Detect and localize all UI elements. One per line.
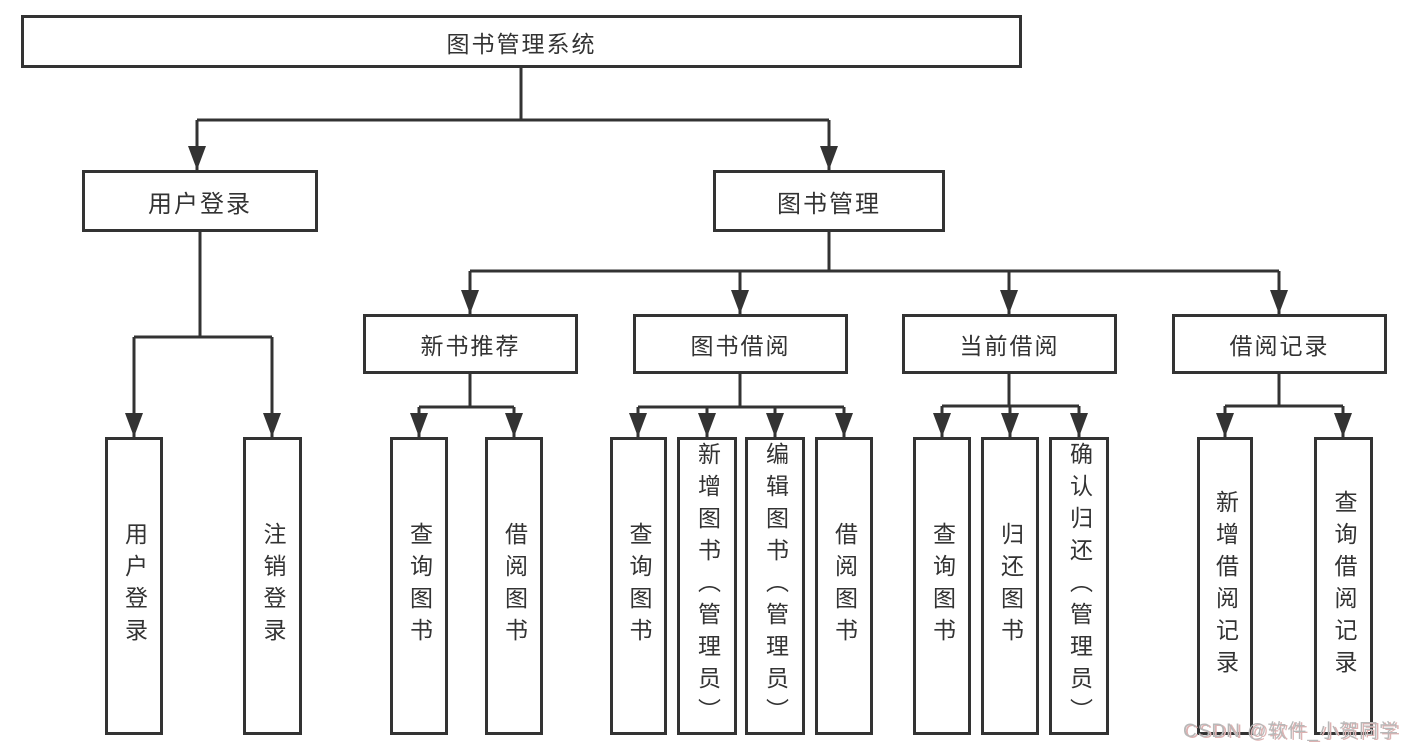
leaf-borrowing-query-books-label: 查询图书 bbox=[626, 522, 652, 650]
leaf-edit-books-admin-label: 编辑图书（管理员） bbox=[762, 442, 789, 730]
leaf-add-borrow-record: 新增借阅记录 bbox=[1197, 437, 1253, 735]
leaf-user-login-label: 用户登录 bbox=[121, 522, 148, 650]
leaf-borrow-books-label: 借阅图书 bbox=[831, 522, 858, 650]
leaf-confirm-return-admin-label: 确认归还（管理员） bbox=[1066, 442, 1093, 730]
node-library-management-system: 图书管理系统 bbox=[21, 15, 1022, 68]
leaf-borrowing-query-books: 查询图书 bbox=[610, 437, 667, 735]
leaf-recommend-query-books: 查询图书 bbox=[390, 437, 448, 735]
leaf-add-books-admin-label: 新增图书（管理员） bbox=[694, 442, 721, 730]
leaf-query-borrow-record: 查询借阅记录 bbox=[1314, 437, 1373, 735]
leaf-recommend-borrow-books: 借阅图书 bbox=[485, 437, 543, 735]
leaf-add-borrow-record-label: 新增借阅记录 bbox=[1212, 490, 1239, 682]
node-borrow-records: 借阅记录 bbox=[1172, 314, 1387, 374]
leaf-current-query-books-label: 查询图书 bbox=[929, 522, 956, 650]
leaf-edit-books-admin: 编辑图书（管理员） bbox=[745, 437, 805, 735]
leaf-recommend-query-books-label: 查询图书 bbox=[406, 522, 433, 650]
node-book-borrowing: 图书借阅 bbox=[633, 314, 848, 374]
leaf-logout: 注销登录 bbox=[243, 437, 302, 735]
csdn-watermark: CSDN @软件_小贺同学 bbox=[1183, 721, 1399, 742]
leaf-add-books-admin: 新增图书（管理员） bbox=[677, 437, 737, 735]
leaf-recommend-borrow-books-label: 借阅图书 bbox=[501, 522, 528, 650]
leaf-user-login: 用户登录 bbox=[105, 437, 163, 735]
leaf-logout-label: 注销登录 bbox=[260, 522, 286, 650]
node-new-book-recommend: 新书推荐 bbox=[363, 314, 578, 374]
leaf-borrow-books: 借阅图书 bbox=[815, 437, 873, 735]
connector-paths bbox=[132, 68, 1345, 437]
leaf-query-borrow-record-label: 查询借阅记录 bbox=[1331, 490, 1357, 682]
leaf-return-books-label: 归还图书 bbox=[997, 522, 1024, 650]
leaf-confirm-return-admin: 确认归还（管理员） bbox=[1049, 437, 1109, 735]
node-current-borrowing: 当前借阅 bbox=[902, 314, 1117, 374]
leaf-current-query-books: 查询图书 bbox=[913, 437, 971, 735]
arrowheads bbox=[125, 146, 1352, 437]
node-user-login: 用户登录 bbox=[82, 170, 318, 232]
leaf-return-books: 归还图书 bbox=[981, 437, 1039, 735]
node-book-management: 图书管理 bbox=[713, 170, 945, 232]
